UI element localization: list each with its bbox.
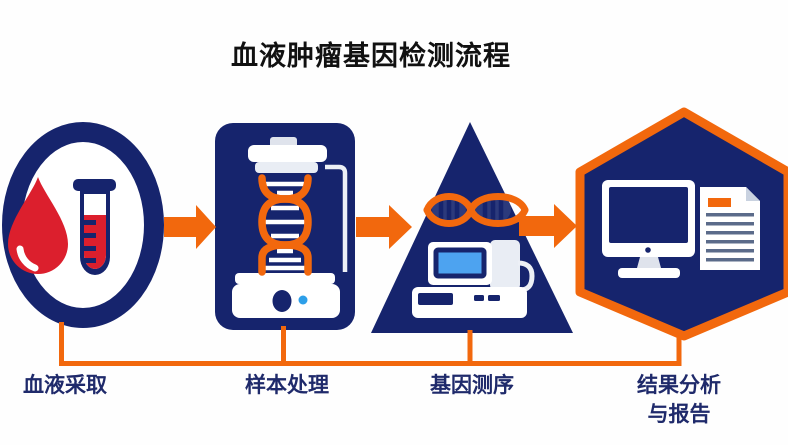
stage-blood-collection-icon <box>2 122 164 328</box>
stage-label-line-1: 结果分析 <box>637 374 721 397</box>
stage-label-line-2: 与报告 <box>647 403 711 426</box>
page-title: 血液肿瘤基因检测流程 <box>231 41 511 71</box>
stage-result-analysis-icon <box>575 107 788 341</box>
stage-label-sample-processing: 样本处理 <box>245 374 329 397</box>
stage-gene-sequencing-icon <box>371 122 573 333</box>
arrow-right-icon <box>164 205 216 249</box>
report-document-icon <box>700 187 760 270</box>
test-tube-icon <box>73 179 116 275</box>
circle-ring-icon <box>2 122 164 328</box>
stage-label-result-analysis: 结果分析 与报告 <box>614 371 744 429</box>
sequencer-machine-icon <box>412 240 535 318</box>
triangle-bg <box>371 122 573 333</box>
dna-helix-vertical-icon <box>258 174 312 276</box>
stage-sample-processing-icon <box>215 123 355 330</box>
computer-monitor-icon <box>602 180 695 278</box>
centrifuge-icon <box>232 137 348 318</box>
stage-label-gene-sequencing: 基因测序 <box>430 374 514 397</box>
stage-label-blood-collection: 血液采取 <box>23 374 107 397</box>
blood-drop-icon <box>8 177 68 274</box>
dna-helix-horizontal-icon <box>423 193 529 227</box>
